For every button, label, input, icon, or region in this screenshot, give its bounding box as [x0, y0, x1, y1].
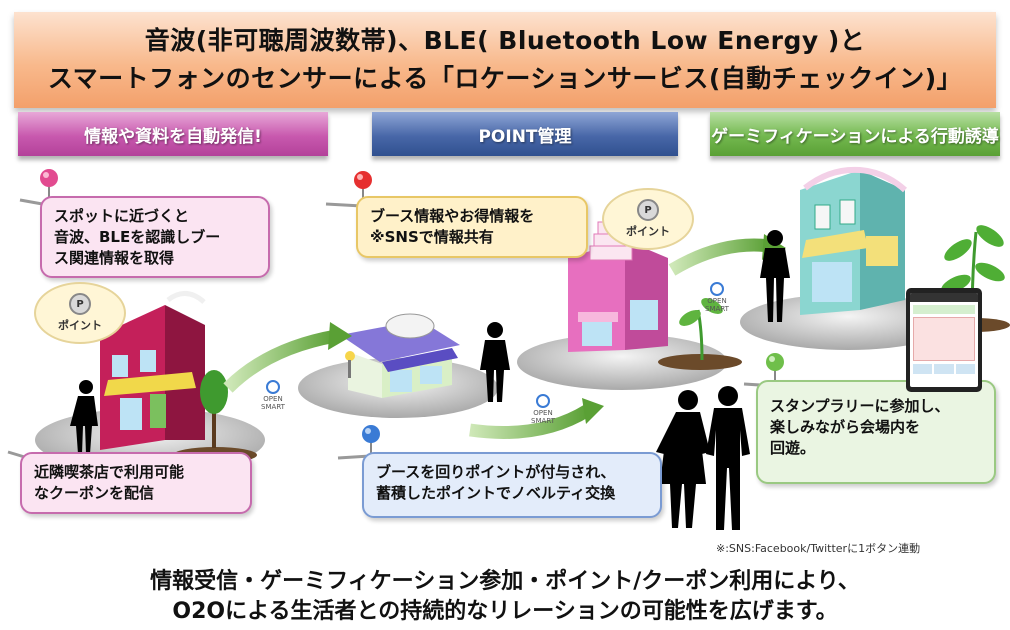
- callout-booth-line-1: ブース情報やお得情報を: [370, 207, 535, 225]
- arrow-2-head: [582, 398, 604, 424]
- logo-label-2: OPEN SMART: [531, 409, 555, 425]
- point-cloud-center-label: ポイント: [626, 225, 670, 238]
- person-silhouette-booth: [480, 322, 510, 402]
- callout-coupon: 近隣喫茶店で利用可能 なクーポンを配信: [20, 452, 252, 514]
- point-cloud-left-label: ポイント: [58, 319, 102, 332]
- callout-points: ブースを回りポイントが付与され、 蓄積したポイントでノベルティ交換: [362, 452, 662, 518]
- point-cloud-left: P ポイント: [34, 282, 126, 344]
- logo-label-3: OPEN SMART: [705, 297, 729, 313]
- callout-coupon-line-1: 近隣喫茶店で利用可能: [34, 463, 185, 481]
- open-smart-logo-1: OPEN SMART: [256, 380, 290, 411]
- footer-line-1: 情報受信・ゲーミフィケーション参加・ポイント/クーポン利用により、: [150, 569, 860, 594]
- cafe-building: [100, 291, 206, 450]
- cake-shop-building: [568, 221, 668, 352]
- callout-spot-detection: スポットに近づくと 音波、BLEを認識しブー ス関連情報を取得: [40, 196, 270, 278]
- coin-icon: P: [637, 199, 659, 221]
- callout-points-line-2: 蓄積したポイントでノベルティ交換: [376, 484, 616, 502]
- smartphone-screen: [910, 293, 978, 387]
- power-ring-icon: [710, 282, 724, 296]
- phone-header: [913, 305, 975, 314]
- person-silhouette-store: [760, 230, 790, 322]
- platform-store: [740, 294, 956, 350]
- callout-points-line-1: ブースを回りポイントが付与され、: [376, 463, 616, 481]
- arrow-1-head: [328, 322, 352, 350]
- man-silhouette: [706, 386, 750, 530]
- smartphone-mockup: [906, 288, 982, 392]
- open-smart-logo-3: OPEN SMART: [700, 282, 734, 313]
- callout-stamp-rally: スタンプラリーに参加し、 楽しみながら会場内を 回遊。: [756, 380, 996, 484]
- title-line-2: スマートフォンのセンサーによる「ロケーションサービス(自動チェックイン)」: [47, 64, 963, 93]
- store-building: [800, 166, 908, 315]
- logo-label-1: OPEN SMART: [261, 395, 285, 411]
- power-ring-icon: [266, 380, 280, 394]
- banner-gamification: ゲーミフィケーションによる行動誘導: [710, 112, 1000, 156]
- footer-line-2: O2Oによる生活者との持続的なリレーションの可能性を広げます。: [172, 599, 838, 624]
- power-ring-icon: [536, 394, 550, 408]
- booth-building: [340, 313, 460, 398]
- callout-coupon-line-2: なクーポンを配信: [34, 484, 155, 502]
- callout-spot-line-1: スポットに近づくと: [54, 207, 190, 225]
- coin-icon: P: [69, 293, 91, 315]
- banner-auto-send: 情報や資料を自動発信!: [18, 112, 328, 156]
- open-smart-logo-2: OPEN SMART: [526, 394, 560, 425]
- arrow-2: [469, 404, 592, 439]
- callout-spot-line-3: ス関連情報を取得: [54, 249, 175, 267]
- person-silhouette-cafe: [70, 380, 98, 454]
- callout-stamp-line-3: 回遊。: [770, 439, 816, 457]
- callout-booth-info: ブース情報やお得情報を ※SNSで情報共有: [356, 196, 588, 258]
- arrow-1: [223, 329, 338, 393]
- woman-silhouette: [656, 390, 710, 528]
- tree-left: [200, 370, 228, 448]
- callout-spot-line-2: 音波、BLEを認識しブー: [54, 228, 221, 246]
- soil-center: [658, 354, 742, 370]
- callout-stamp-line-1: スタンプラリーに参加し、: [770, 397, 950, 415]
- banner-point-management: POINT管理: [372, 112, 678, 156]
- point-cloud-center: P ポイント: [602, 188, 694, 250]
- phone-icon-grid: [913, 364, 975, 374]
- title-line-1: 音波(非可聴周波数帯)、BLE( Bluetooth Low Energy )と: [144, 26, 866, 55]
- callout-booth-line-2: ※SNSで情報共有: [370, 228, 494, 246]
- phone-content: [913, 317, 975, 361]
- plant-center: [679, 298, 723, 361]
- footnote-sns: ※:SNS:Facebook/Twitterに1ボタン連動: [716, 542, 921, 555]
- callout-stamp-line-2: 楽しみながら会場内を: [770, 418, 921, 436]
- title-band: 音波(非可聴周波数帯)、BLE( Bluetooth Low Energy )と…: [14, 12, 996, 108]
- arrow-3: [668, 238, 771, 276]
- phone-status-bar: [910, 293, 978, 302]
